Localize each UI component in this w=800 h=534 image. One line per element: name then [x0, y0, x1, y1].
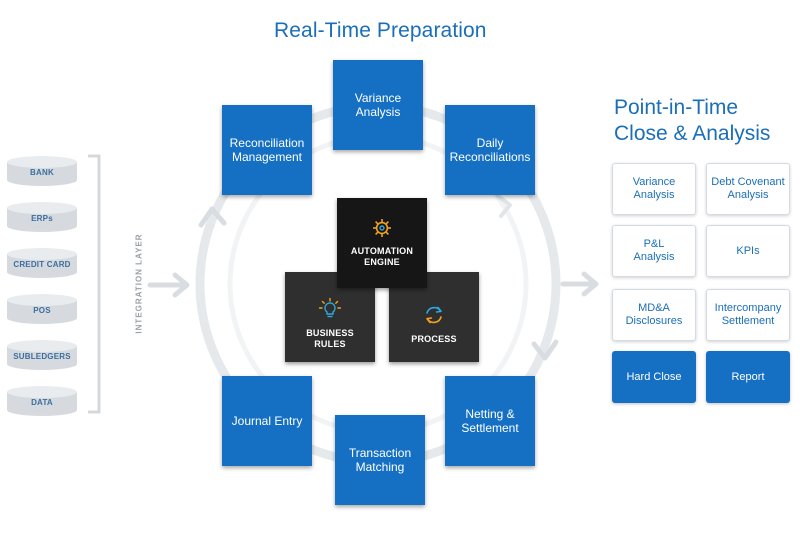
source-data: DATA — [6, 385, 78, 417]
ring-arrow-right — [531, 339, 559, 361]
cycle-transaction-matching: Transaction Matching — [335, 415, 425, 505]
database-icon — [7, 248, 77, 278]
close-report: Report — [706, 351, 790, 403]
close-variance-analysis: Variance Analysis — [612, 163, 696, 215]
close-pl-analysis-label: P&L Analysis — [633, 238, 675, 263]
ring-arrow-left — [198, 206, 227, 228]
integration-layer-label-wrap: INTEGRATION LAYER — [79, 233, 199, 333]
source-label: CREDIT CARD — [13, 260, 71, 269]
ring-arrow-top-right — [496, 194, 512, 218]
database-icon — [7, 294, 77, 324]
close-debt-covenant-analysis: Debt Covenant Analysis — [706, 163, 790, 215]
lightbulb-icon — [319, 298, 341, 318]
source-label: POS — [33, 306, 51, 315]
core-process: PROCESS — [389, 272, 479, 362]
integration-layer-label: INTEGRATION LAYER — [134, 233, 144, 334]
close-mda-disclosures: MD&A Disclosures — [612, 289, 696, 341]
source-bank: BANK — [6, 155, 78, 187]
section-title-line-1: Point-in-Time — [614, 96, 739, 119]
source-pos: POS — [6, 293, 78, 325]
source-label: ERPs — [31, 214, 53, 223]
source-credit-card: CREDIT CARD — [6, 247, 78, 279]
database-icon — [7, 156, 77, 186]
core-automation-engine: AUTOMATION ENGINE — [337, 198, 427, 288]
core-process-label: PROCESS — [411, 333, 457, 344]
database-icon — [7, 202, 77, 232]
integration-arrow-head — [172, 272, 190, 298]
close-intercompany-settlement: Intercompany Settlement — [706, 289, 790, 341]
database-icon — [7, 340, 77, 370]
source-label: BANK — [30, 168, 54, 177]
cycle-daily-reconciliations: Daily Reconciliations — [445, 105, 535, 195]
source-subledgers: SUBLEDGERS — [6, 339, 78, 371]
gear-icon — [373, 219, 391, 237]
source-label: DATA — [31, 398, 53, 407]
core-business-rules-label: BUSINESS RULES — [306, 328, 354, 349]
cycle-variance-analysis: Variance Analysis — [333, 60, 423, 150]
cycle-reconciliation-management: Reconciliation Management — [222, 105, 312, 195]
database-icon — [7, 386, 77, 416]
source-erps: ERPs — [6, 201, 78, 233]
integration-bracket — [88, 154, 101, 414]
close-pl-analysis: P&L Analysis — [612, 225, 696, 277]
refresh-icon — [426, 306, 442, 323]
cycle-journal-entry: Journal Entry — [222, 376, 312, 466]
close-hard-close: Hard Close — [612, 351, 696, 403]
page-title: Real-Time Preparation — [274, 19, 487, 42]
close-kpis: KPIs — [706, 225, 790, 277]
section-title-close-analysis: Point-in-Time Close & Analysis — [614, 95, 794, 147]
core-automation-engine-label: AUTOMATION ENGINE — [350, 246, 414, 267]
source-label: SUBLEDGERS — [13, 352, 71, 361]
close-mda-disclosures-label: MD&A Disclosures — [625, 302, 683, 327]
output-arrow-head — [581, 271, 599, 297]
section-title-line-2: Close & Analysis — [614, 122, 771, 145]
data-sources: BANK ERPs CREDIT CARD POS SUBLEDGERS — [6, 155, 78, 417]
cycle-netting-settlement: Netting & Settlement — [445, 376, 535, 466]
